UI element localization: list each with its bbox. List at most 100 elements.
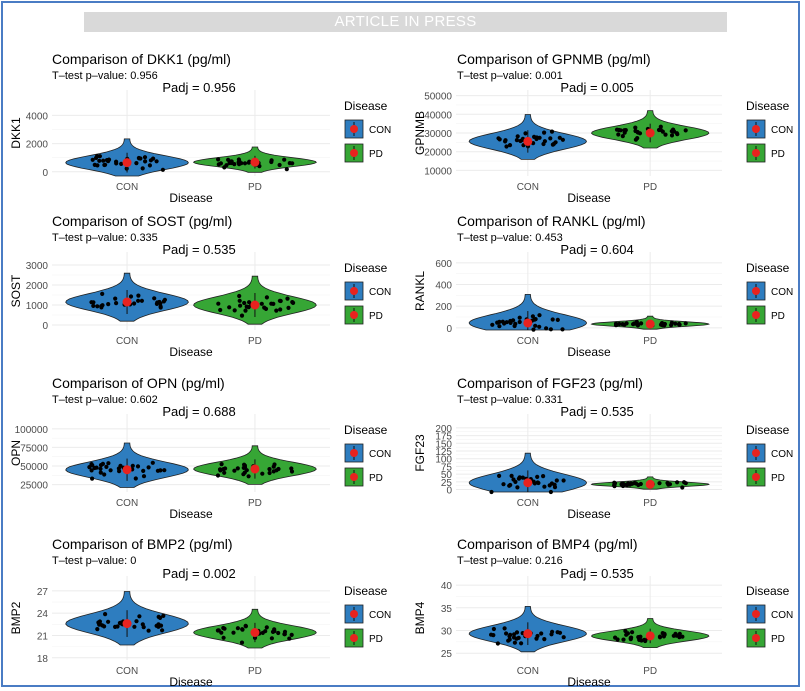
y-tick-label: 30000: [424, 129, 452, 140]
data-point: [136, 155, 141, 161]
mean-marker: [523, 629, 533, 639]
data-point: [100, 303, 105, 308]
data-point: [560, 327, 565, 332]
data-point: [643, 638, 648, 644]
panel-subtitle: T–test p–value: 0.453: [457, 232, 563, 244]
data-point: [89, 468, 94, 473]
data-point: [284, 167, 289, 172]
data-point: [634, 319, 639, 324]
data-point: [242, 300, 247, 306]
data-point: [517, 475, 522, 480]
data-point: [219, 462, 224, 467]
y-tick-label: 4000: [26, 111, 49, 122]
mean-marker: [250, 300, 260, 310]
data-point: [118, 621, 123, 626]
y-tick-label: 100: [435, 455, 452, 466]
legend-label: PD: [369, 634, 383, 645]
data-point: [90, 157, 95, 162]
y-axis-label: GPNMB: [413, 111, 427, 155]
data-point: [557, 630, 563, 635]
panel-subtitle: T–test p–value: 0.602: [52, 394, 158, 406]
y-tick-label: 25: [441, 649, 453, 660]
data-point: [97, 154, 102, 159]
data-point: [667, 482, 673, 487]
y-tick-label: 150: [435, 439, 452, 450]
panel-subtitle: T–test p–value: 0.956: [52, 70, 158, 82]
data-point: [289, 632, 294, 638]
data-point: [548, 327, 554, 332]
legend-title: Disease: [344, 261, 388, 275]
data-point: [502, 321, 507, 326]
legend-title: Disease: [344, 99, 388, 113]
data-point: [269, 301, 274, 306]
data-point: [219, 630, 224, 635]
data-point: [242, 465, 248, 470]
y-axis-label: OPN: [9, 440, 23, 466]
data-point: [106, 461, 111, 466]
data-point: [237, 298, 242, 303]
data-point: [235, 466, 240, 471]
data-point: [141, 474, 147, 479]
padj-annotation: Padj = 0.535: [162, 242, 235, 257]
legend-key-mean: [752, 287, 760, 295]
data-point: [133, 476, 138, 481]
mean-marker: [645, 479, 655, 489]
data-point: [247, 300, 252, 305]
data-point: [515, 134, 520, 139]
panel-dkk1: Comparison of DKK1 (pg/ml)T–test p–value…: [9, 51, 391, 205]
y-tick-label: 75000: [20, 443, 48, 454]
panel-sost: Comparison of SOST (pg/ml)T–test p–value…: [9, 213, 391, 359]
panel-bmp4: Comparison of BMP4 (pg/ml)T–test p–value…: [413, 536, 793, 689]
data-point: [114, 161, 119, 166]
x-tick-label: PD: [643, 336, 657, 347]
y-tick-label: 600: [435, 259, 452, 270]
article-in-press-banner: ARTICLE IN PRESS: [84, 12, 727, 32]
data-point: [624, 321, 629, 326]
panel-title: Comparison of FGF23 (pg/ml): [457, 375, 643, 391]
data-point: [542, 484, 547, 489]
data-point: [491, 626, 496, 632]
panel-opn: Comparison of OPN (pg/ml)T–test p–value:…: [9, 375, 391, 521]
legend-label: PD: [771, 634, 785, 645]
data-point: [97, 622, 102, 627]
data-point: [633, 125, 638, 130]
panel-subtitle: T–test p–value: 0.331: [457, 394, 563, 406]
data-point: [269, 159, 274, 165]
legend-key-mean: [350, 473, 358, 481]
data-point: [535, 633, 540, 639]
legend-key-mean: [752, 610, 760, 618]
padj-annotation: Padj = 0.002: [162, 566, 235, 581]
legend-label: CON: [771, 287, 793, 298]
data-point: [158, 304, 163, 309]
data-point: [143, 159, 148, 164]
data-point: [114, 301, 119, 306]
data-point: [244, 304, 249, 309]
mean-marker: [250, 627, 260, 637]
data-point: [274, 308, 279, 313]
panel-gpnmb: Comparison of GPNMB (pg/ml)T–test p–valu…: [413, 51, 793, 205]
panel-title: Comparison of SOST (pg/ml): [52, 213, 232, 229]
data-point: [267, 470, 272, 476]
legend-label: CON: [369, 287, 391, 298]
data-point: [517, 315, 522, 320]
x-tick-label: PD: [248, 336, 262, 347]
data-point: [504, 144, 509, 149]
data-point: [156, 614, 161, 620]
data-point: [515, 485, 520, 490]
data-point: [136, 293, 141, 298]
y-tick-label: 0: [446, 486, 452, 497]
data-point: [231, 630, 236, 635]
x-axis-label: Disease: [567, 507, 611, 521]
data-point: [512, 640, 518, 645]
data-point: [532, 317, 537, 322]
data-point: [550, 629, 555, 634]
data-point: [504, 631, 509, 636]
data-point: [638, 481, 643, 487]
data-point: [669, 320, 675, 325]
data-point: [98, 463, 104, 468]
data-point: [656, 127, 662, 133]
data-point: [264, 295, 269, 300]
x-tick-label: PD: [248, 666, 262, 677]
padj-annotation: Padj = 0.956: [162, 80, 235, 95]
